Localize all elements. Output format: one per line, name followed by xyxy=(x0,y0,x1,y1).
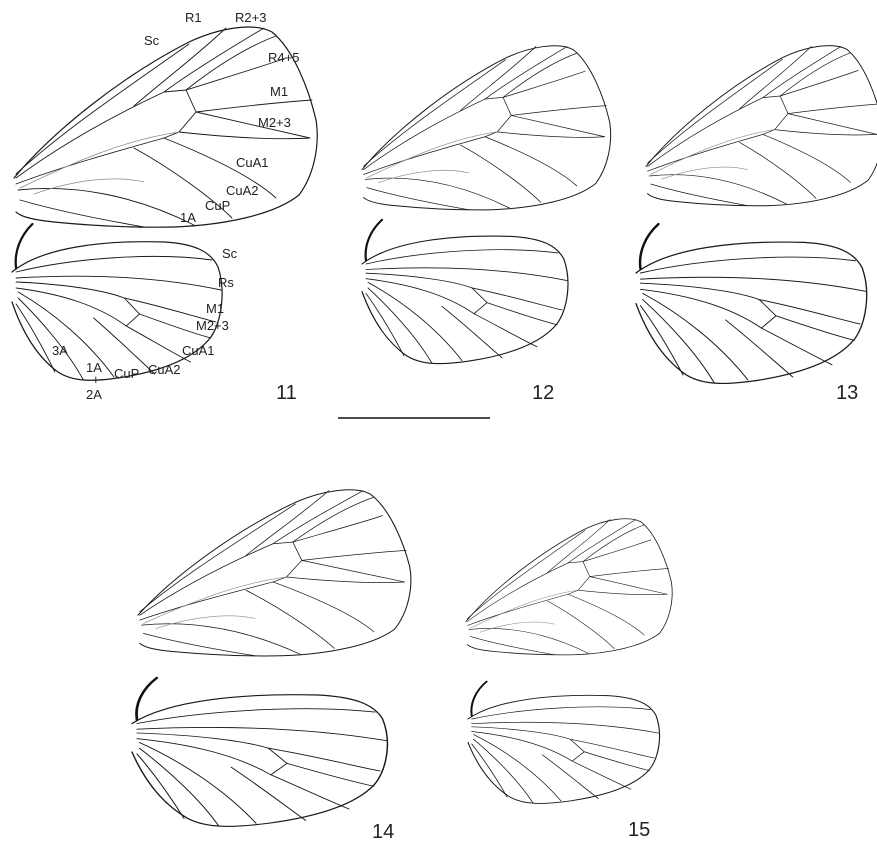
figure-14-hindwing xyxy=(132,678,387,826)
label-hw-plus: + xyxy=(92,372,100,387)
figure-13-hindwing xyxy=(636,224,867,383)
figure-15-hindwing xyxy=(468,682,660,804)
label-fw-cua1: CuA1 xyxy=(236,155,269,170)
label-fw-r23: R2+3 xyxy=(235,10,266,25)
label-fw-1a: 1A xyxy=(180,210,196,225)
label-hw-2a: 2A xyxy=(86,387,102,402)
figure-number-14: 14 xyxy=(372,821,394,843)
label-hw-cua1: CuA1 xyxy=(182,343,215,358)
label-hw-rs: Rs xyxy=(218,275,234,290)
figure-number-12: 12 xyxy=(532,382,554,404)
label-fw-r1: R1 xyxy=(185,10,202,25)
label-fw-cup: CuP xyxy=(205,198,230,213)
label-fw-m1: M1 xyxy=(270,84,288,99)
label-fw-r45: R4+5 xyxy=(268,50,299,65)
label-hw-m1: M1 xyxy=(206,301,224,316)
figure-15-forewing xyxy=(466,519,672,655)
figure-12-hindwing xyxy=(362,220,568,364)
figure-number-13: 13 xyxy=(836,382,858,404)
label-hw-m23: M2+3 xyxy=(196,318,229,333)
figure-number-11: 11 xyxy=(276,382,297,404)
label-hw-cua2: CuA2 xyxy=(148,362,181,377)
label-hw-cup: CuP xyxy=(114,366,139,381)
figure-13-forewing xyxy=(646,46,877,206)
figure-number-15: 15 xyxy=(628,819,650,841)
label-fw-m23: M2+3 xyxy=(258,115,291,130)
figure-12-forewing xyxy=(362,46,611,210)
label-hw-3a: 3A xyxy=(52,343,68,358)
label-fw-sc: Sc xyxy=(144,33,160,48)
label-fw-cua2: CuA2 xyxy=(226,183,259,198)
label-hw-sc: Sc xyxy=(222,246,238,261)
figure-14-forewing xyxy=(138,490,411,656)
